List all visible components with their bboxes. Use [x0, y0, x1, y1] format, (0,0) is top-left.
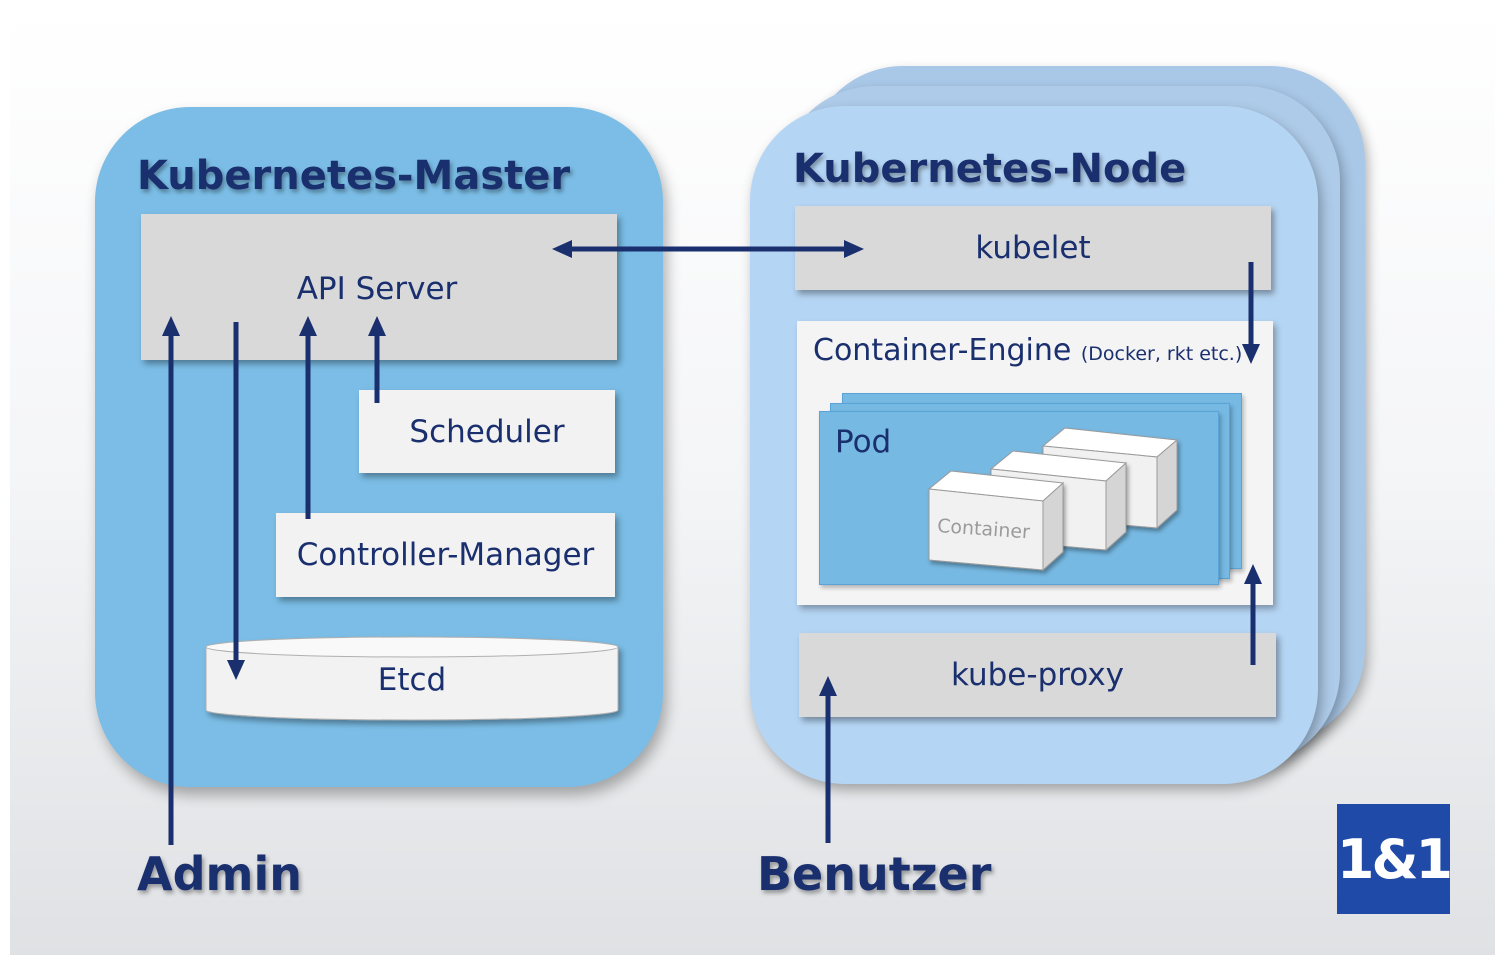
proxy-arrow-head-icon	[1244, 564, 1262, 584]
api-server-box: API Server	[141, 214, 617, 360]
container-engine-title: Container-Engine (Docker, rkt etc.)	[813, 333, 1242, 368]
master-title: Kubernetes-Master	[137, 153, 571, 199]
kube-proxy-label: kube-proxy	[950, 657, 1125, 693]
kubelet-label: kubelet	[975, 230, 1091, 266]
etcd-label: Etcd	[377, 662, 447, 698]
admin-arrow-head-icon	[162, 316, 180, 336]
etcd-arrow-head-icon	[227, 660, 245, 680]
arrow-head-right-icon	[844, 240, 864, 258]
controller-arrow-head-icon	[299, 316, 317, 336]
api-server-label: API Server	[296, 271, 458, 307]
kubelet-arrow-head-icon	[1242, 344, 1260, 364]
scheduler-label: Scheduler	[409, 413, 565, 450]
controller-manager-box: Controller-Manager	[276, 513, 615, 597]
arrow-head-left-icon	[552, 240, 572, 258]
container-icon-front	[927, 470, 1065, 572]
scheduler-box: Scheduler	[359, 390, 615, 473]
node-title: Kubernetes-Node	[793, 146, 1187, 192]
user-arrow-head-icon	[819, 676, 837, 696]
pod-label: Pod	[835, 424, 892, 460]
logo-text: 1&1	[1336, 827, 1453, 891]
container-engine-label: Container-Engine	[813, 333, 1072, 368]
controller-manager-label: Controller-Manager	[296, 537, 595, 573]
admin-label: Admin	[137, 847, 302, 901]
logo-1und1: 1&1	[1336, 804, 1453, 914]
container-engine-note: (Docker, rkt etc.)	[1080, 343, 1243, 365]
user-label: Benutzer	[757, 847, 992, 901]
kube-proxy-box: kube-proxy	[799, 633, 1276, 717]
kubelet-box: kubelet	[795, 206, 1271, 290]
scheduler-arrow-head-icon	[368, 316, 386, 336]
